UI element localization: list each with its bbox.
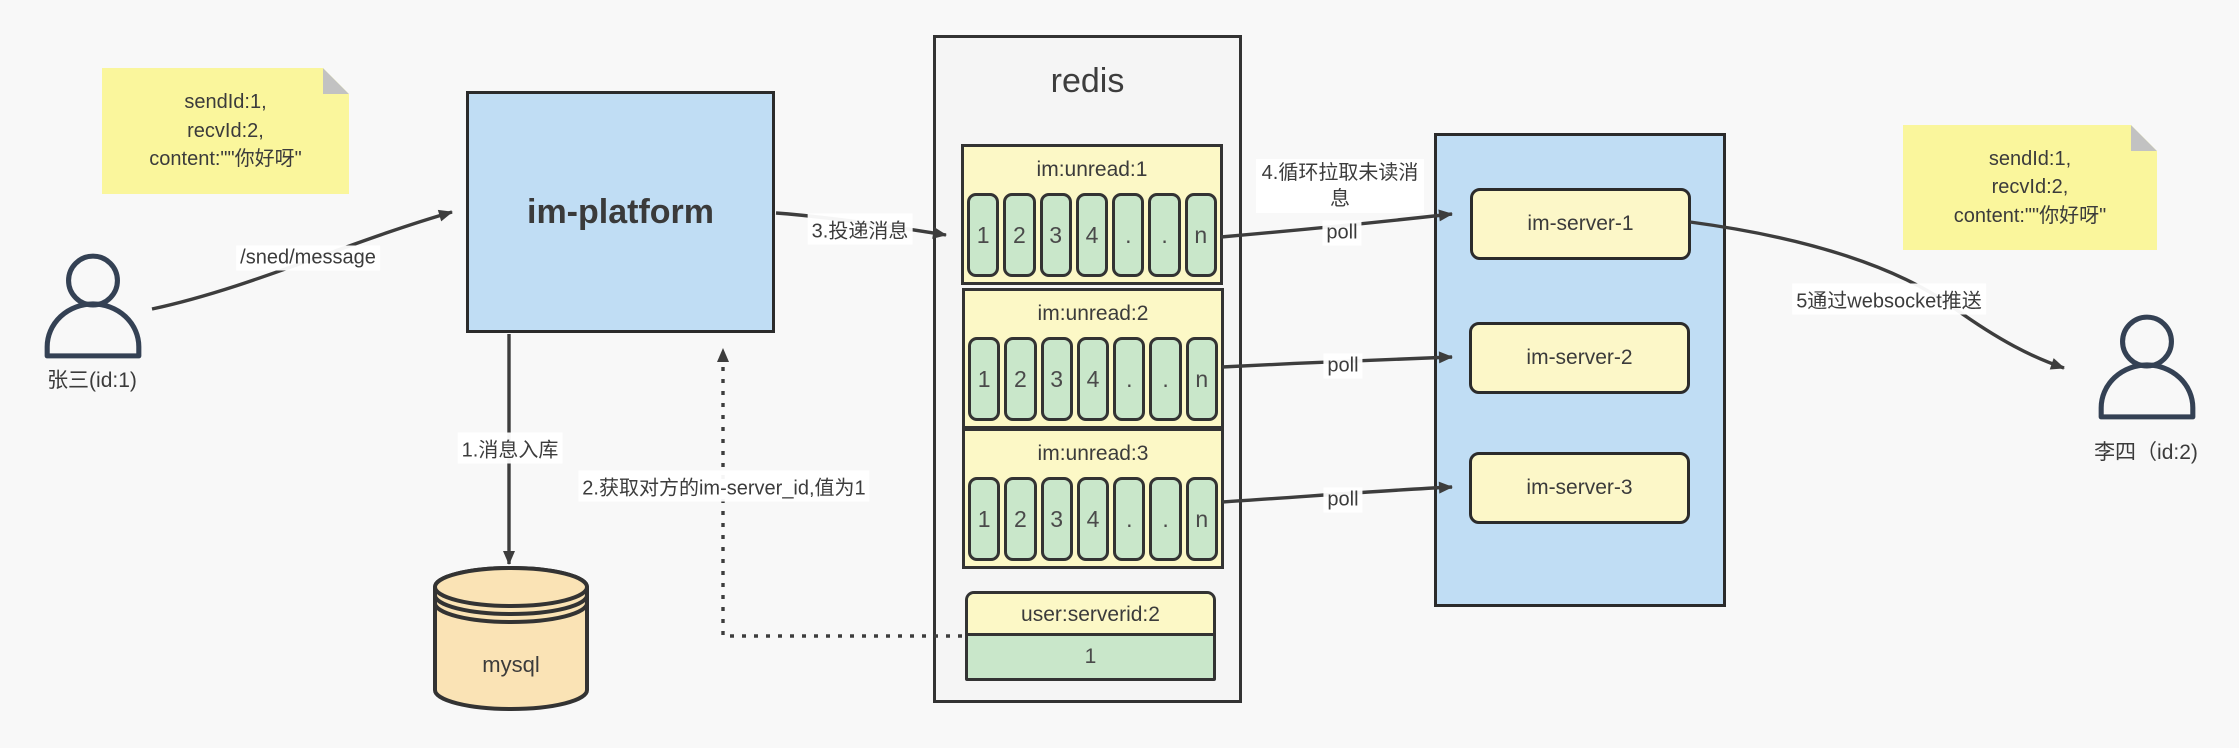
person-sender-icon [37,253,149,359]
edge-label-step3: 3.投递消息 [807,213,913,245]
edge-label-step2: 2.获取对方的im-server_id,值为1 [578,470,870,502]
im-platform-node: im-platform [466,91,775,333]
edge-label-send: /sned/message [236,245,380,271]
list-cell: 4 [1076,337,1110,421]
sticky-fold-icon [323,68,349,94]
edge-label-poll-1: poll [1322,220,1362,246]
im-platform-label: im-platform [527,192,714,231]
edge-label-step1: 1.消息入库 [457,432,563,464]
list-cell: . [1113,477,1146,561]
list-cell: 1 [968,477,1001,561]
list-cell: 3 [1040,477,1073,561]
list-cell: . [1149,337,1182,421]
list-cell: . [1148,193,1181,277]
sticky-left-line1: sendId:1, [184,91,267,114]
unread-list-2-title: im:unread:2 [1037,302,1149,325]
list-cell: 3 [1039,193,1072,277]
sticky-note-right: sendId:1, recvId:2, content:""你好呀" [1903,125,2157,250]
im-server-3-label: im-server-3 [1526,476,1633,499]
list-cell: . [1149,477,1182,561]
user-serverid-value: 1 [1084,645,1097,668]
list-cell: 4 [1076,477,1110,561]
im-server-3-node: im-server-3 [1469,452,1690,524]
sticky-left-line3: content:""你好呀" [149,148,302,171]
list-cell: . [1112,193,1145,277]
sticky-left-line2: recvId:2, [187,119,264,142]
redis-title: redis [1050,62,1125,100]
unread-list-1-cells: 1 2 3 4 . . n [964,193,1220,277]
im-servers-panel: im-server-1 im-server-2 im-server-3 [1434,133,1726,607]
user-serverid-title: user:serverid:2 [968,594,1213,636]
list-cell: 2 [1004,477,1037,561]
im-server-2-node: im-server-2 [1469,322,1690,394]
unread-list-2-cells: 1 2 3 4 . . n [965,337,1221,421]
list-cell: 2 [1003,193,1036,277]
sticky-fold-icon [2131,125,2157,151]
list-cell: . [1113,337,1146,421]
edge-label-step5: 5通过websocket推送 [1792,283,1986,315]
mysql-database-icon [431,564,591,714]
edge-label-step4: 4.循环拉取未读消息 [1256,159,1424,213]
sender-label: 张三(id:1) [47,369,137,392]
list-cell: n [1185,337,1218,421]
list-cell: 1 [968,337,1001,421]
edge-label-poll-3: poll [1323,487,1363,513]
sticky-note-left: sendId:1, recvId:2, content:""你好呀" [102,68,349,194]
unread-list-1: im:unread:1 1 2 3 4 . . n [961,144,1223,285]
im-server-1-label: im-server-1 [1527,212,1634,235]
list-cell: 2 [1004,337,1037,421]
list-cell: n [1184,193,1217,277]
list-cell: 1 [967,193,1000,277]
sticky-right-line3: content:""你好呀" [1953,204,2107,227]
sticky-right-line2: recvId:2, [1991,176,2069,199]
redis-panel: redis im:unread:1 1 2 3 4 . . n im:unrea… [933,35,1242,703]
sticky-right-line1: sendId:1, [1988,147,2072,170]
unread-list-2: im:unread:2 1 2 3 4 . . n [962,288,1224,429]
unread-list-1-title: im:unread:1 [1036,158,1148,181]
unread-list-3-title: im:unread:3 [1037,442,1149,465]
im-server-1-node: im-server-1 [1470,188,1691,260]
user-serverid-box: user:serverid:2 1 [965,591,1216,681]
list-cell: n [1185,477,1218,561]
unread-list-3-cells: 1 2 3 4 . . n [965,477,1221,561]
im-server-2-label: im-server-2 [1526,346,1633,369]
person-receiver-icon [2091,314,2203,420]
mysql-label: mysql [482,652,540,677]
list-cell: 4 [1075,193,1109,277]
edge-label-poll-2: poll [1323,353,1363,379]
receiver-label: 李四（id:2) [2094,441,2198,464]
list-cell: 3 [1040,337,1073,421]
unread-list-3: im:unread:3 1 2 3 4 . . n [962,428,1224,569]
